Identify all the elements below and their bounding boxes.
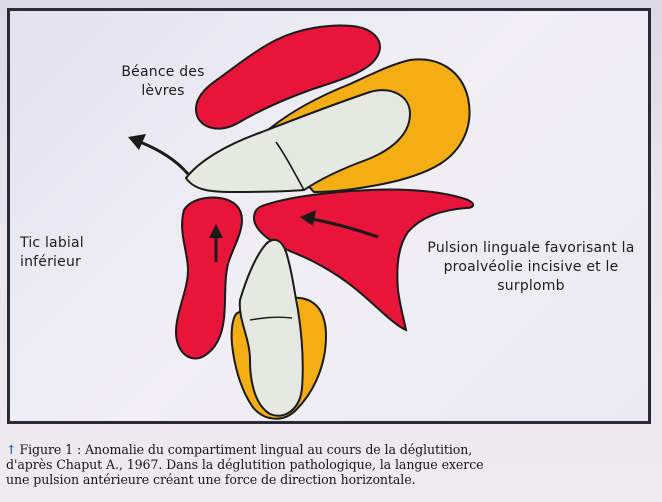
caption-line-3: une pulsion antérieure créant une force … bbox=[6, 472, 658, 487]
caption-line-1: ↑Figure 1 : Anomalie du compartiment lin… bbox=[6, 442, 658, 457]
up-arrow-icon: ↑ bbox=[6, 442, 16, 457]
label-beance-des-levres: Béance des lèvres bbox=[118, 63, 208, 101]
beance-arrow bbox=[140, 142, 188, 174]
dental-diagram bbox=[0, 0, 662, 430]
figure-caption: ↑Figure 1 : Anomalie du compartiment lin… bbox=[6, 442, 658, 487]
caption-line-1-text: Figure 1 : Anomalie du compartiment ling… bbox=[19, 442, 472, 457]
label-pulsion-linguale: Pulsion linguale favorisant la proalvéol… bbox=[408, 239, 654, 296]
label-tic-labial-inferieur: Tic labial inférieur bbox=[20, 234, 140, 272]
caption-line-2: d'après Chaput A., 1967. Dans la dégluti… bbox=[6, 457, 658, 472]
